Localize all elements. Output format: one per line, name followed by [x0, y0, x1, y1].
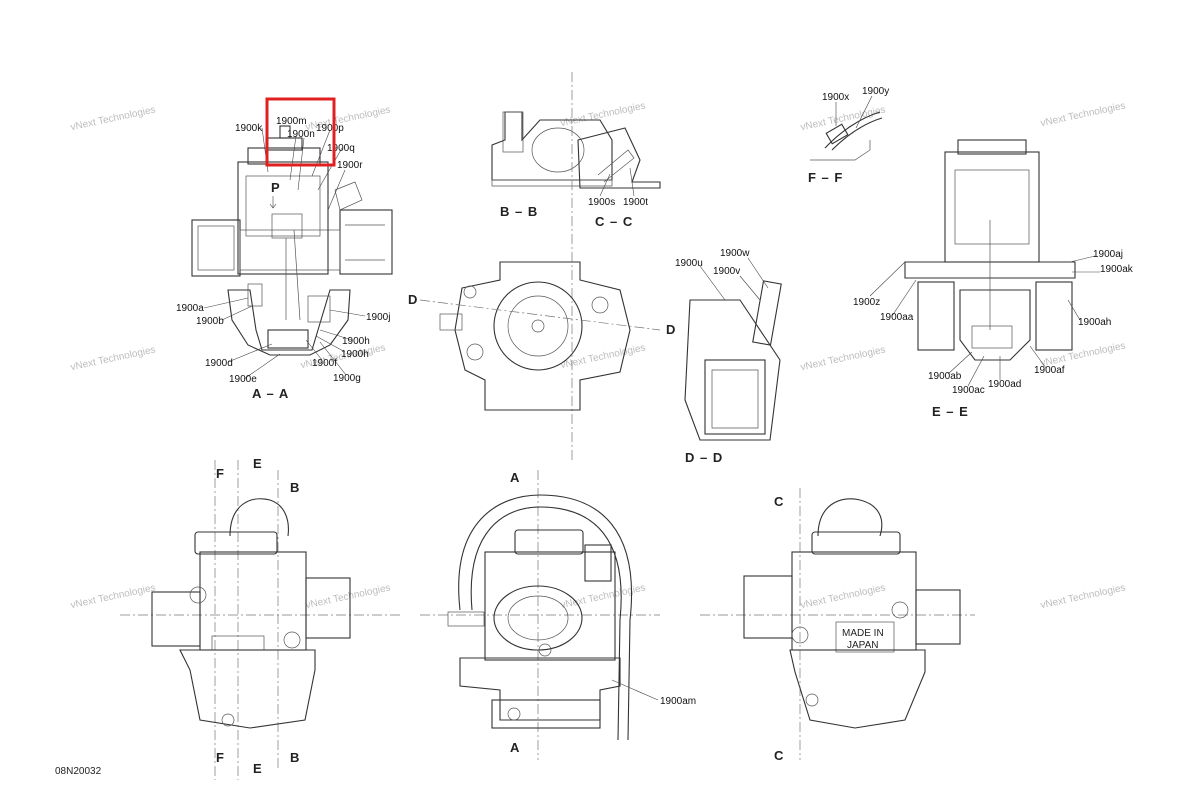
cut-letter-c: C	[774, 494, 784, 509]
section-label-aa: A – A	[252, 386, 289, 401]
callout-1900s: 1900s	[588, 197, 615, 208]
view-aa: P 1900k 1900m 1900n 1900p 1900q 1900r 19…	[176, 116, 393, 401]
watermark: vNext Technologies	[560, 582, 647, 611]
watermark: vNext Technologies	[800, 104, 887, 133]
callout-1900g: 1900g	[333, 373, 361, 384]
callout-1900aj: 1900aj	[1093, 249, 1123, 260]
watermark: vNext Technologies	[800, 344, 887, 373]
callout-1900h: 1900h	[342, 336, 370, 347]
view-side-right: C C MADE IN JAPAN	[700, 488, 975, 763]
callout-1900ad: 1900ad	[988, 379, 1021, 390]
view-side-left: F E B F E B	[120, 456, 400, 780]
view-ff: 1900x 1900y F – F	[808, 86, 889, 185]
cut-letter-e: E	[253, 456, 262, 471]
section-label-bb: B – B	[500, 204, 538, 219]
made-in-label: MADE IN	[842, 628, 884, 639]
callout-1900y: 1900y	[862, 86, 889, 97]
callout-1900z: 1900z	[853, 297, 880, 308]
callout-1900ah: 1900ah	[1078, 317, 1111, 328]
callout-1900b: 1900b	[196, 316, 224, 327]
highlight-box	[265, 97, 336, 167]
section-label-cc: C – C	[595, 214, 633, 229]
cut-letter-b: B	[290, 480, 299, 495]
watermark: vNext Technologies	[1040, 100, 1127, 129]
callout-1900ac: 1900ac	[952, 385, 985, 396]
watermark: vNext Technologies	[70, 104, 157, 133]
section-label-ee: E – E	[932, 404, 969, 419]
view-plan: D D	[408, 261, 675, 411]
cut-letter-d: D	[666, 322, 675, 337]
callout-1900a: 1900a	[176, 303, 204, 314]
cut-letter-d: D	[408, 292, 417, 307]
callout-1900w: 1900w	[720, 248, 750, 259]
callout-1900r: 1900r	[337, 160, 363, 171]
callout-1900m: 1900m	[276, 116, 307, 127]
section-label-dd: D – D	[685, 450, 723, 465]
callout-1900v: 1900v	[713, 266, 740, 277]
watermark: vNext Technologies	[305, 582, 392, 611]
section-label-ff: F – F	[808, 170, 843, 185]
watermark: vNext Technologies	[560, 342, 647, 371]
view-cc: 1900s 1900t C – C	[571, 72, 661, 460]
callout-1900q: 1900q	[327, 143, 355, 154]
cut-letter-f: F	[216, 466, 224, 481]
callout-1900k: 1900k	[235, 123, 263, 134]
callout-1900ak: 1900ak	[1100, 264, 1134, 275]
callout-1900p: 1900p	[316, 123, 344, 134]
p-marker: P	[271, 180, 280, 195]
cut-letter-f: F	[216, 750, 224, 765]
watermark: vNext Technologies	[70, 582, 157, 611]
callout-1900x: 1900x	[822, 92, 849, 103]
callout-1900af: 1900af	[1034, 365, 1065, 376]
callout-1900am: 1900am	[660, 696, 696, 707]
callout-1900h: 1900h	[341, 349, 369, 360]
callout-1900d: 1900d	[205, 358, 233, 369]
callout-1900t: 1900t	[623, 197, 648, 208]
watermark: vNext Technologies	[1040, 582, 1127, 611]
cut-letter-a: A	[510, 740, 520, 755]
callout-1900e: 1900e	[229, 374, 257, 385]
callout-1900j: 1900j	[366, 312, 390, 323]
watermark: vNext Technologies	[800, 582, 887, 611]
view-dd: 1900u 1900v 1900w D – D	[675, 248, 782, 465]
callout-1900u: 1900u	[675, 258, 703, 269]
callout-1900n: 1900n	[287, 129, 315, 140]
view-ee: 1900z 1900aa 1900aj 1900ak 1900ah 1900ab…	[853, 139, 1134, 419]
callout-1900ab: 1900ab	[928, 371, 962, 382]
document-id: 08N20032	[55, 766, 102, 777]
watermark: vNext Technologies	[70, 344, 157, 373]
cut-letter-a: A	[510, 470, 520, 485]
cut-letter-c: C	[774, 748, 784, 763]
callout-1900f: 1900f	[312, 358, 337, 369]
view-front: A A 1900am	[420, 470, 696, 760]
cut-letter-e: E	[253, 761, 262, 776]
made-in-label: JAPAN	[847, 640, 879, 651]
callout-1900aa: 1900aa	[880, 312, 914, 323]
cut-letter-b: B	[290, 750, 299, 765]
